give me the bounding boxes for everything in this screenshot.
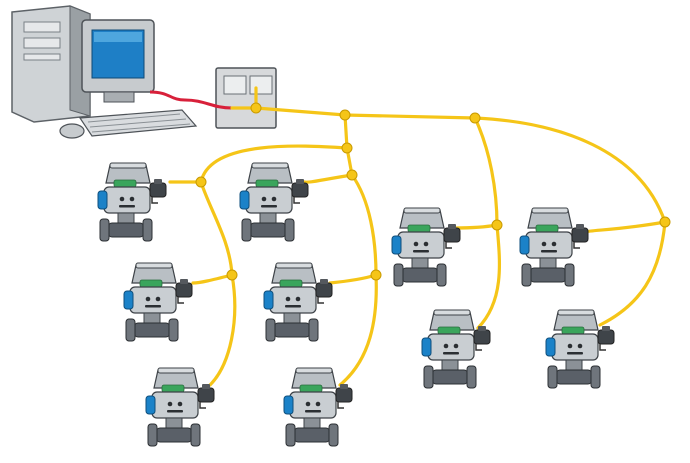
valve-actuator-icon: [97, 162, 167, 242]
valve-actuator-icon: [283, 367, 353, 447]
valve-actuator-icon: [391, 207, 461, 287]
junction-box-icon: [215, 67, 277, 129]
mouse-icon: [59, 123, 85, 139]
computer-tower: [11, 5, 91, 123]
bus-junction-nodes: [195, 102, 671, 281]
valve-actuator-icon: [519, 207, 589, 287]
desktop-computer-icon: [81, 19, 155, 103]
computer-link-cable: [149, 90, 233, 110]
valve-actuator-icon: [239, 162, 309, 242]
valve-actuator-icon: [123, 262, 193, 342]
keyboard-icon: [78, 109, 198, 137]
valve-actuator-icon: [421, 309, 491, 389]
valve-actuator-icon: [145, 367, 215, 447]
valve-actuator-icon: [263, 262, 333, 342]
